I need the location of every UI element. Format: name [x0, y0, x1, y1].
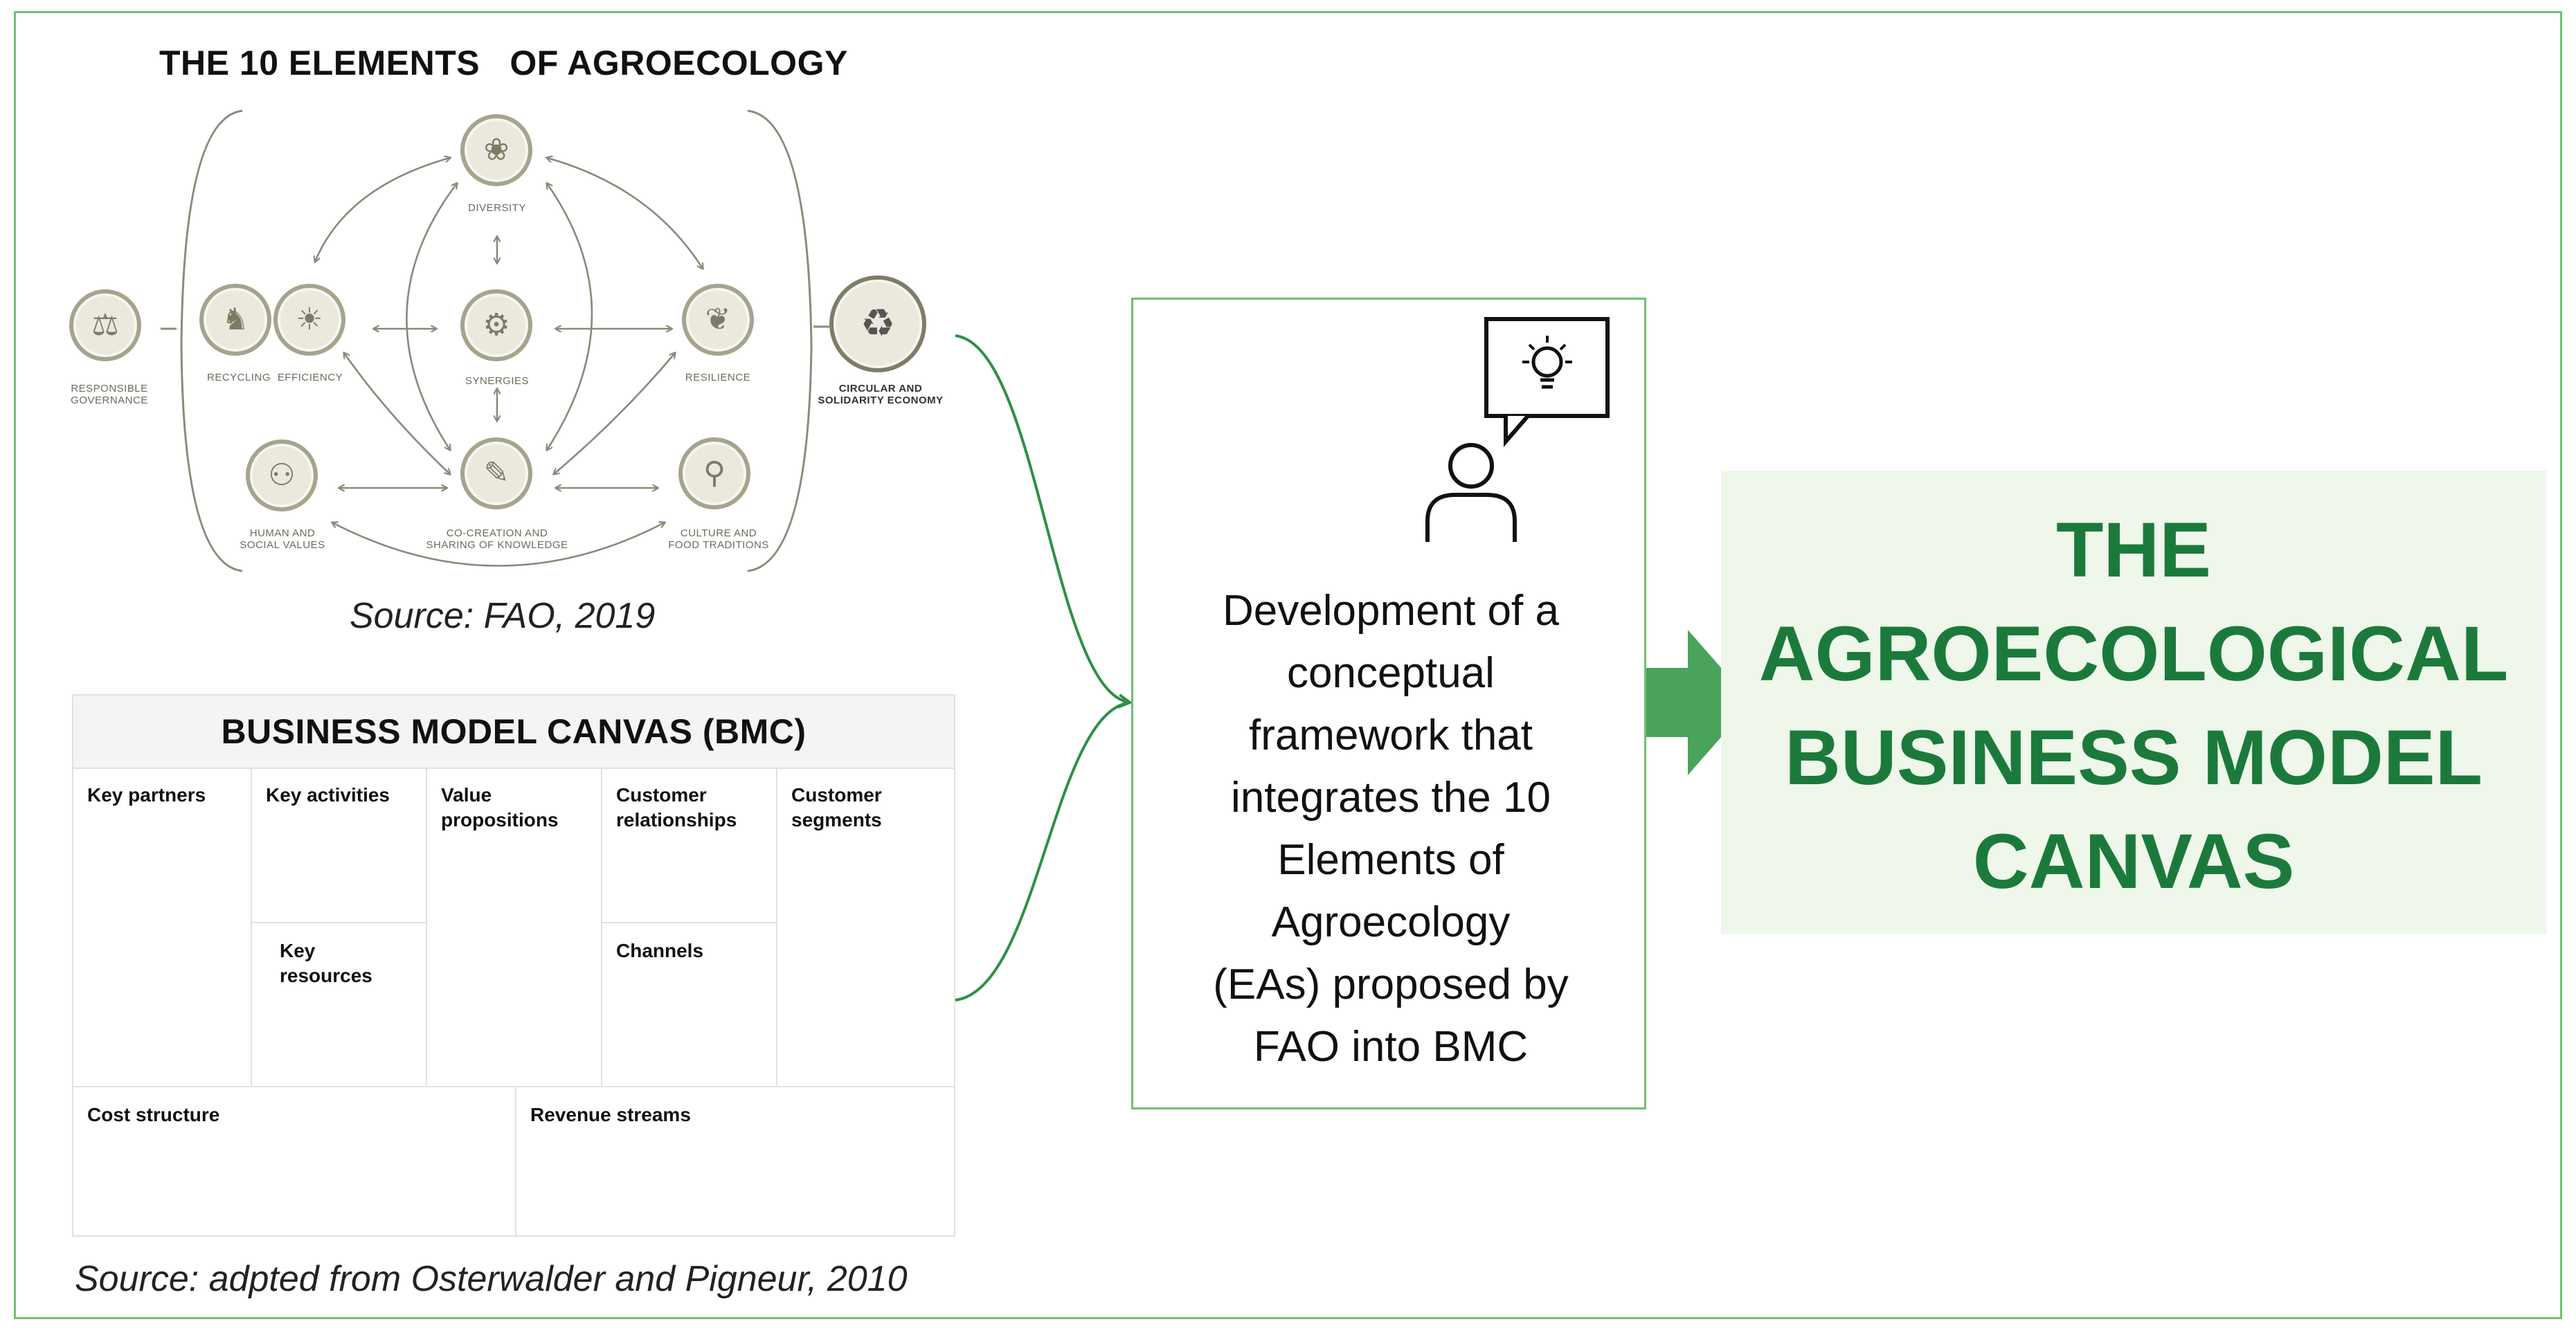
- framework-line: Elements of: [1277, 836, 1504, 884]
- person-idea-icon: [1425, 317, 1610, 542]
- framework-line: integrates the 10: [1231, 774, 1551, 822]
- value-propositions-label: Value propositions: [441, 784, 559, 831]
- bmc-canvas: BUSINESS MODEL CANVAS (BMC) Key partners…: [72, 694, 955, 1237]
- framework-text: Development of a conceptual framework th…: [1133, 580, 1648, 1078]
- gears-icon: ⚙: [460, 289, 532, 361]
- sun-plant-icon: ☀: [273, 284, 345, 356]
- left-bracket: [180, 109, 243, 572]
- cutlery-icon: ⚲: [678, 437, 750, 509]
- scales-icon: ⚖: [69, 289, 141, 361]
- efficiency-label: EFFICIENCY: [277, 372, 343, 383]
- bmc-source: Source: adpted from Osterwalder and Pign…: [75, 1259, 908, 1299]
- customer-segments-cell: Customer segments: [777, 768, 955, 1087]
- culture-food-label: CULTURE AND FOOD TRADITIONS: [668, 527, 769, 551]
- value-propositions-cell: Value propositions: [427, 768, 602, 1087]
- key-activities-label: Key activities: [266, 784, 390, 806]
- seedling-icon: ❦: [682, 284, 754, 356]
- co-creation-label: CO-CREATION AND SHARING OF KNOWLEDGE: [426, 527, 568, 551]
- key-partners-label: Key partners: [87, 784, 206, 806]
- result-line: THE: [2056, 507, 2211, 593]
- recycling-label: RECYCLING: [206, 372, 271, 383]
- right-bracket: [747, 109, 813, 572]
- framework-line: framework that: [1248, 711, 1533, 759]
- key-activities-cell: Key activities: [252, 768, 427, 923]
- book-map-icon: ✎: [460, 437, 532, 509]
- human-social-values-label: HUMAN AND SOCIAL VALUES: [240, 527, 325, 551]
- channels-cell: Channels: [602, 923, 777, 1087]
- result-box: THE AGROECOLOGICAL BUSINESS MODEL CANVAS: [1721, 471, 2546, 934]
- fao-source: Source: FAO, 2019: [350, 596, 656, 636]
- people-icon: ⚇: [246, 439, 318, 511]
- customer-relationships-cell: Customer relationships: [602, 768, 777, 923]
- result-line: CANVAS: [1972, 818, 2295, 905]
- revenue-streams-label: Revenue streams: [530, 1104, 691, 1125]
- circular-economy-label: CIRCULAR AND SOLIDARITY ECONOMY: [818, 383, 944, 406]
- diversity-label: DIVERSITY: [468, 202, 526, 214]
- revenue-streams-cell: Revenue streams: [516, 1087, 955, 1237]
- result-title: THE AGROECOLOGICAL BUSINESS MODEL CANVAS: [1721, 498, 2546, 914]
- result-line: BUSINESS MODEL: [1784, 714, 2483, 801]
- connector-elements-to-framework: [955, 334, 1130, 702]
- cost-structure-cell: Cost structure: [73, 1087, 516, 1237]
- key-resources-cell: Key resources: [252, 923, 427, 1087]
- connector-bmc-to-framework: [955, 701, 1131, 1001]
- key-resources-label: Key resources: [280, 940, 372, 986]
- bmc-title: BUSINESS MODEL CANVAS (BMC): [73, 696, 954, 769]
- responsible-governance-label: RESPONSIBLE GOVERNANCE: [71, 383, 148, 406]
- synergies-label: SYNERGIES: [465, 375, 530, 387]
- framework-line: conceptual: [1287, 649, 1495, 697]
- agroecology-title: THE 10 ELEMENTS OF AGROECOLOGY: [159, 44, 848, 82]
- framework-line: (EAs) proposed by: [1213, 961, 1569, 1008]
- diversity-icon: ❀: [460, 114, 532, 186]
- channels-label: Channels: [616, 940, 704, 961]
- framework-line: FAO into BMC: [1253, 1023, 1529, 1071]
- resilience-label: RESILIENCE: [685, 372, 751, 383]
- hand-apple-cycle-icon: ♻: [829, 275, 926, 372]
- cost-structure-label: Cost structure: [87, 1104, 220, 1125]
- key-partners-cell: Key partners: [73, 768, 252, 1087]
- figure-frame: [14, 11, 2562, 1319]
- customer-segments-label: Customer segments: [791, 784, 882, 831]
- framework-line: Development of a: [1223, 587, 1559, 635]
- framework-box: Development of a conceptual framework th…: [1131, 298, 1646, 1109]
- cow-icon: ♞: [199, 284, 271, 356]
- customer-relationships-label: Customer relationships: [616, 784, 737, 831]
- big-right-arrow-icon: [1591, 630, 1751, 775]
- framework-line: Agroecology: [1271, 898, 1511, 946]
- result-line: AGROECOLOGICAL: [1758, 610, 2509, 697]
